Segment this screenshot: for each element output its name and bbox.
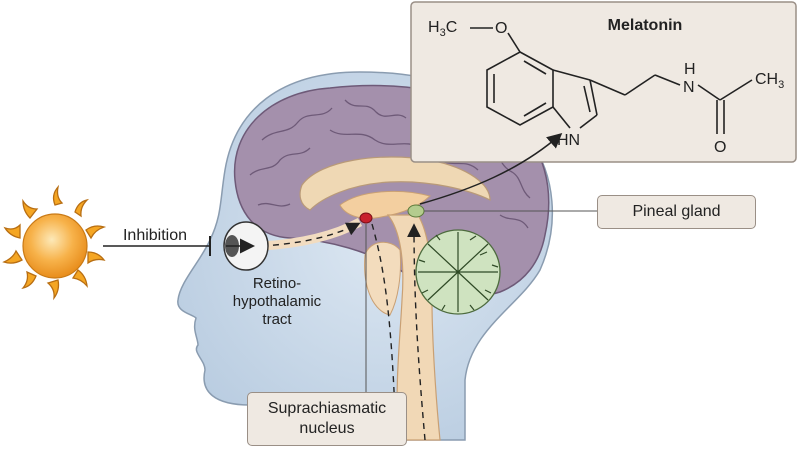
amide-n-label: N — [683, 79, 695, 96]
pons — [364, 241, 401, 316]
eye — [223, 221, 269, 271]
retino-label-1: Retino- — [253, 275, 301, 292]
corpus-callosum — [299, 156, 491, 211]
cerebellum — [415, 229, 501, 315]
secretion-arrow — [419, 133, 563, 205]
amide-h-label: H — [684, 61, 696, 78]
carbonyl-o-label: O — [714, 139, 726, 156]
scn-label-line2: nucleus — [299, 420, 355, 437]
retino-label-2: hypothalamic — [233, 293, 322, 310]
melatonin-box — [410, 1, 797, 163]
retino-label-3: tract — [262, 311, 292, 328]
scn-marker — [359, 212, 373, 224]
indole-nh-label: HN — [557, 132, 580, 149]
brain-folds — [249, 99, 531, 229]
sun-icon — [2, 184, 107, 301]
methoxy-group: H3C — [428, 19, 457, 39]
scn-label-box: Suprachiasmatic nucleus — [247, 392, 407, 446]
methyl-label: CH3 — [755, 71, 784, 91]
pineal-gland-label: Pineal gland — [632, 203, 721, 220]
pineal-gland-label-box: Pineal gland — [597, 195, 756, 229]
melatonin-structure — [470, 27, 753, 134]
inhibition-label: Inhibition — [123, 227, 187, 244]
pineal-marker — [407, 204, 425, 218]
melatonin-title: Melatonin — [608, 17, 683, 34]
scn-label-line1: Suprachiasmatic — [267, 400, 387, 417]
oxygen-label: O — [495, 20, 507, 37]
